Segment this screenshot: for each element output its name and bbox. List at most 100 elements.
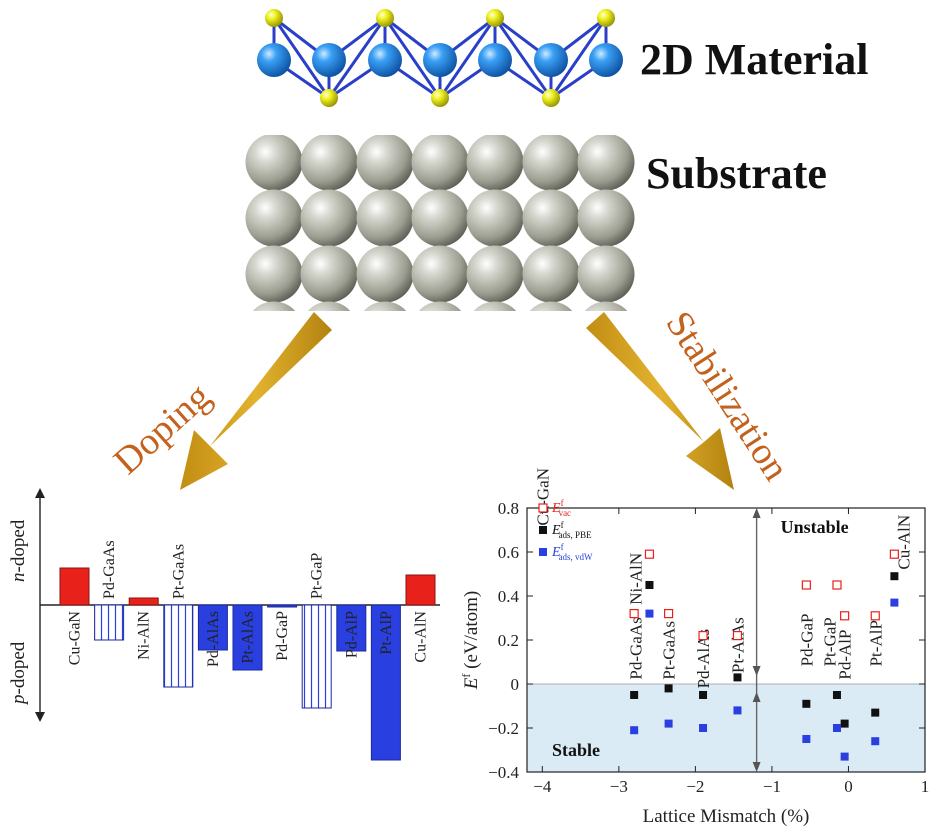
doping-bar xyxy=(163,604,194,688)
legend-main: E xyxy=(551,545,561,560)
material-point-label: Pt-AlAs xyxy=(728,617,747,673)
point-ads-pbe xyxy=(645,581,654,589)
point-ads-vdw xyxy=(871,737,880,746)
doping-bar-label: Pt-AlAs xyxy=(240,611,257,663)
metal-atom xyxy=(312,43,346,77)
point-vac xyxy=(698,630,708,641)
stabilization-arrow xyxy=(586,312,734,490)
metal-atom xyxy=(589,43,623,77)
doping-bar-label: Pd-AlP xyxy=(343,611,360,658)
substrate-atom xyxy=(473,301,517,311)
n-doped-italic: n xyxy=(8,573,29,583)
metal-atom xyxy=(478,43,512,77)
substrate-atom xyxy=(356,189,414,247)
doping-bar-chart: n-doped p-doped Cu-GaNPd-GaAsNi-AlNPt-Ga… xyxy=(8,488,440,761)
point-ads-pbe xyxy=(733,673,742,682)
substrate-atom xyxy=(245,245,303,303)
doping-bar xyxy=(405,574,436,606)
doping-bar xyxy=(94,604,125,641)
material-point-label: Pt-GaAs xyxy=(660,621,679,680)
x-axis-label: Lattice Mismatch (%) xyxy=(643,806,810,827)
doping-bar-label: Cu-AlN xyxy=(413,611,430,663)
point-vac xyxy=(889,549,899,559)
substrate-atom xyxy=(363,301,407,311)
x-tick-label: 1 xyxy=(921,777,930,796)
doping-bar-label: Cu-GaN xyxy=(67,611,84,666)
substrate-atom xyxy=(529,301,573,311)
doping-bar-label: Pt-GaAs xyxy=(170,544,187,599)
x-tick-label: −3 xyxy=(610,777,628,796)
doping-bar-label: Pd-GaAs xyxy=(101,540,118,599)
axis-arrow-down-icon xyxy=(35,712,45,722)
substrate-label: Substrate xyxy=(646,149,827,198)
substrate-atom xyxy=(300,135,358,191)
p-doped-rest: -doped xyxy=(8,641,29,694)
chalcogen-atom xyxy=(265,9,283,27)
point-ads-pbe xyxy=(890,572,899,581)
n-doped-label: n-doped xyxy=(8,519,29,582)
axis-arrow-up-icon xyxy=(35,488,45,498)
legend-marker xyxy=(539,548,547,556)
divider-arrow-mid-icon xyxy=(752,692,761,702)
point-ads-pbe xyxy=(840,719,849,728)
point-ads-vdw xyxy=(802,735,811,743)
point-ads-vdw xyxy=(645,609,654,618)
doping-arrow xyxy=(180,312,332,490)
x-tick-label: −1 xyxy=(763,777,781,796)
doping-bar-label: Ni-AlN xyxy=(136,611,153,660)
chalcogen-atom xyxy=(486,9,504,27)
y-tick-label: −0.2 xyxy=(488,719,519,738)
stable-label: Stable xyxy=(552,740,600,760)
substrate-atom xyxy=(577,135,635,191)
point-vac xyxy=(663,608,674,619)
material-point-label: Cu-GaN xyxy=(533,468,552,526)
point-ads-vdw xyxy=(699,724,708,732)
substrate-atom xyxy=(411,189,469,247)
point-vac xyxy=(644,549,655,559)
divider-arrow-mid-icon xyxy=(752,666,761,676)
metal-atom xyxy=(534,43,568,77)
substrate-atom xyxy=(466,245,524,303)
doping-bar xyxy=(232,604,263,671)
x-tick-label: −2 xyxy=(686,777,704,796)
y-axis-label-sup: f xyxy=(459,674,473,678)
substrate-lattice xyxy=(245,135,635,311)
legend-marker xyxy=(539,526,547,534)
point-vac xyxy=(801,580,811,590)
point-vac xyxy=(629,608,639,619)
unstable-label: Unstable xyxy=(781,517,849,537)
material-point-label: Pt-AlP xyxy=(866,620,885,666)
material-point-label: Pt-GaP xyxy=(820,617,839,666)
metal-atom xyxy=(368,43,402,77)
y-tick-label: 0.2 xyxy=(498,631,519,650)
substrate-atom xyxy=(252,301,296,311)
point-ads-vdw xyxy=(890,598,899,607)
legend-main: E xyxy=(551,501,561,516)
y-axis-label: Ef (eV/atom) xyxy=(459,591,482,690)
legend-sub: ads, vdW xyxy=(559,552,593,562)
point-vac xyxy=(732,630,743,641)
n-doped-rest: -doped xyxy=(8,519,29,572)
stable-region xyxy=(527,684,925,772)
y-tick-label: 0.8 xyxy=(498,499,519,518)
substrate-atom xyxy=(356,245,414,303)
point-ads-pbe xyxy=(802,699,811,708)
stabilization-label: Stabilization xyxy=(657,304,797,488)
doping-bar-label: Pd-GaP xyxy=(274,611,291,661)
material-label: 2D Material xyxy=(640,35,868,84)
substrate-atom xyxy=(577,245,635,303)
point-ads-pbe xyxy=(699,691,708,699)
p-doped-label: p-doped xyxy=(8,641,29,706)
doping-bar xyxy=(336,604,367,652)
substrate-atom xyxy=(522,245,580,303)
doping-bar xyxy=(59,567,90,606)
chalcogen-atom xyxy=(542,89,560,107)
doping-bar xyxy=(301,604,332,709)
substrate-atom xyxy=(522,189,580,247)
y-tick-label: −0.4 xyxy=(488,763,519,782)
chalcogen-atom xyxy=(597,9,615,27)
2d-material-structure xyxy=(257,9,623,107)
